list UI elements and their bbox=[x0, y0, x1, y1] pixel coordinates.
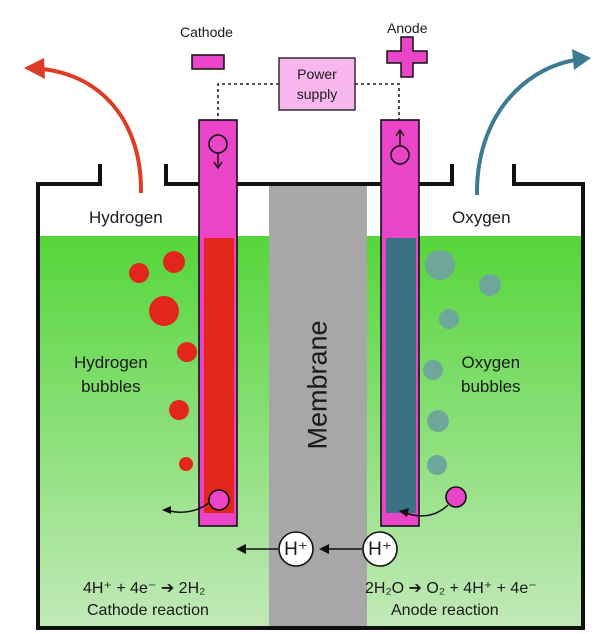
hydrogen-bubbles-line1: Hydrogen bbox=[74, 353, 148, 372]
hydrogen-gas-label: Hydrogen bbox=[89, 208, 163, 227]
minus-icon bbox=[191, 54, 225, 70]
oxygen-out-arrow bbox=[474, 58, 576, 196]
electron-down-icon bbox=[208, 134, 228, 170]
oxygen-gas-label: Oxygen bbox=[452, 208, 511, 227]
oxygen-bubbles-label: Oxygen bubbles bbox=[461, 351, 521, 399]
oxygen-bubbles-line1: Oxygen bbox=[461, 353, 521, 372]
hydrogen-bubbles bbox=[129, 251, 197, 471]
oxygen-bubbles-line2: bubbles bbox=[461, 377, 521, 396]
power-supply-label: Power supply bbox=[279, 58, 355, 110]
h-ion-arrowhead-left bbox=[236, 544, 246, 554]
cathode-equation: 4H⁺ + 4e⁻ ➔ 2H₂ bbox=[83, 580, 206, 597]
power-supply-line1: Power bbox=[297, 66, 337, 82]
anode-reaction-label: Anode reaction bbox=[391, 602, 499, 619]
hydrogen-bubbles-line2: bubbles bbox=[81, 377, 141, 396]
cathode-electron bbox=[208, 489, 230, 511]
power-supply-box bbox=[278, 57, 356, 111]
power-supply-line2: supply bbox=[296, 86, 338, 102]
anode-teal-column bbox=[386, 238, 416, 513]
anode-label: Anode bbox=[387, 20, 428, 36]
plus-icon bbox=[386, 36, 428, 78]
cathode-label: Cathode bbox=[180, 24, 233, 40]
membrane-label: Membrane bbox=[302, 320, 333, 450]
wire-anode bbox=[355, 83, 400, 122]
anode-equation: 2H₂O ➔ O₂ + 4H⁺ + 4e⁻ bbox=[365, 580, 537, 597]
tank-lid bbox=[164, 164, 454, 186]
h-ion-left-label: H⁺ bbox=[284, 538, 308, 560]
hydrogen-out-arrowhead bbox=[24, 58, 45, 79]
wire-cathode bbox=[217, 83, 279, 122]
oxygen-out-arrowhead bbox=[572, 49, 591, 70]
electron-up-icon bbox=[390, 128, 410, 165]
h-ion-circle-right bbox=[362, 531, 398, 567]
cathode-electron-arrowhead bbox=[162, 506, 171, 514]
tank-wall bbox=[36, 164, 585, 630]
anode-electron bbox=[445, 486, 467, 508]
h-ion-right-label: H⁺ bbox=[368, 538, 392, 560]
hydrogen-bubbles-label: Hydrogen bubbles bbox=[74, 351, 148, 399]
h-ion-arrowhead-middle bbox=[319, 544, 329, 554]
cathode-red-column bbox=[204, 238, 234, 513]
anode-electron-arrowhead bbox=[399, 508, 409, 517]
h-ion-circle-left bbox=[278, 531, 314, 567]
oxygen-bubbles bbox=[423, 250, 501, 475]
hydrogen-out-arrow bbox=[41, 67, 144, 194]
cathode-reaction-label: Cathode reaction bbox=[87, 602, 209, 619]
